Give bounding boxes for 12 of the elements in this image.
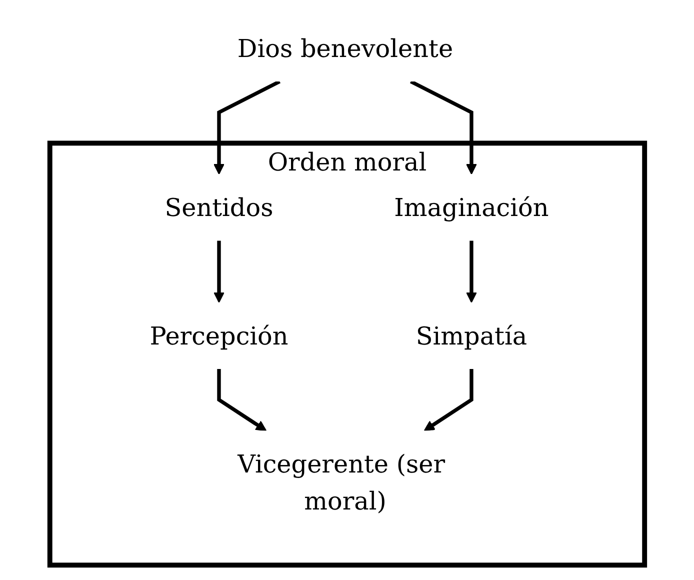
arrow bbox=[466, 240, 477, 303]
node-text: Sentidos bbox=[164, 192, 274, 222]
arrow bbox=[213, 240, 224, 303]
arrow bbox=[410, 80, 477, 175]
node-text: Dios benevolente bbox=[237, 33, 453, 63]
node-text: Imaginación bbox=[394, 192, 549, 222]
arrow bbox=[213, 80, 280, 175]
node-text: Simpatía bbox=[416, 320, 527, 350]
node-text: Percepción bbox=[149, 320, 288, 350]
arrow bbox=[216, 368, 266, 432]
node-text: Vicegerente (ser moral) bbox=[237, 449, 445, 516]
arrow bbox=[424, 368, 474, 432]
